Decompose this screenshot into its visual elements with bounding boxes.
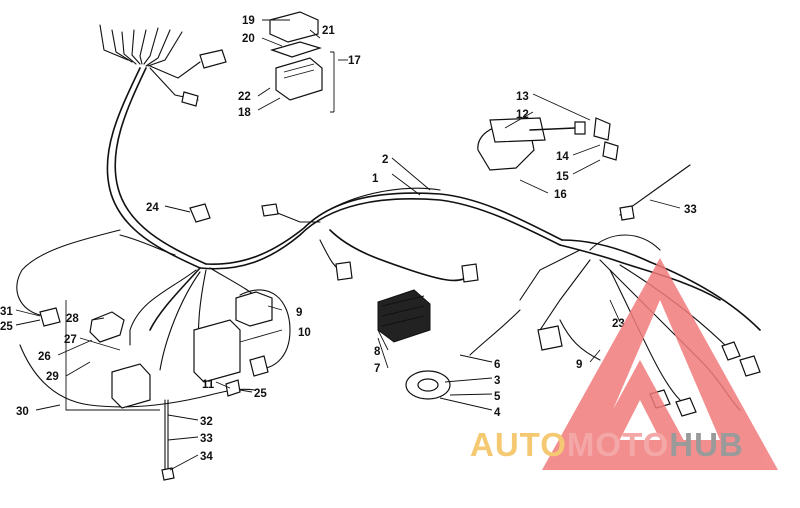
callout-33b: 33: [684, 204, 697, 216]
callout-10: 10: [298, 327, 311, 339]
callout-24: 24: [146, 202, 159, 214]
callout-11: 11: [202, 379, 215, 391]
callout-14: 14: [556, 151, 569, 163]
bracket: [235, 291, 273, 327]
plug-boot: [602, 141, 619, 161]
main-harness: [16, 24, 761, 471]
cdi-box: [111, 363, 151, 409]
module-28: [89, 311, 125, 343]
callout-22: 22: [238, 91, 251, 103]
watermark-triangle-icon: [542, 258, 778, 470]
callout-27: 27: [64, 334, 77, 346]
callout-3: 3: [494, 375, 500, 387]
callout-25a: 25: [0, 321, 13, 333]
callout-9b: 9: [576, 359, 582, 371]
callout-18: 18: [238, 107, 251, 119]
callout-26: 26: [38, 351, 51, 363]
control-box: [193, 319, 241, 383]
callout-15: 15: [556, 171, 569, 183]
callout-29: 29: [46, 371, 59, 383]
watermark-logo: [542, 258, 778, 470]
fuse-block: [275, 57, 323, 101]
callout-7: 7: [374, 363, 380, 375]
callout-labels: 1 2 3 4 5 6 7 8 9 9 10 11 12 13 14 15 16…: [0, 15, 697, 463]
fuse-gasket: [270, 41, 323, 58]
part-6: [537, 325, 563, 351]
callout-34: 34: [200, 451, 213, 463]
callout-13: 13: [516, 91, 529, 103]
callout-28: 28: [66, 313, 79, 325]
components: [39, 11, 761, 481]
callout-6: 6: [494, 359, 500, 371]
callout-21: 21: [322, 25, 335, 37]
callout-31: 31: [0, 306, 13, 318]
group-bracket-left: [65, 300, 160, 411]
callout-5: 5: [494, 391, 501, 403]
callout-25b: 25: [254, 388, 267, 400]
callout-16: 16: [554, 189, 567, 201]
callout-4: 4: [494, 407, 501, 419]
callout-1: 1: [372, 173, 379, 185]
watermark-text: AUTOMOTOHUB: [470, 426, 744, 463]
callout-17: 17: [348, 55, 361, 67]
callout-33a: 33: [200, 433, 213, 445]
callout-32: 32: [200, 416, 213, 428]
leader-lines: [15, 19, 681, 471]
callout-8: 8: [374, 346, 381, 358]
callout-12: 12: [516, 109, 529, 121]
callout-2: 2: [382, 154, 388, 166]
callout-20: 20: [242, 33, 255, 45]
callout-19: 19: [242, 15, 255, 27]
fuse-cover: [269, 11, 319, 43]
group-bracket-17: [330, 51, 335, 113]
callout-30: 30: [16, 406, 29, 418]
plug-cap: [593, 117, 611, 141]
callout-9a: 9: [296, 307, 302, 319]
relay: [189, 203, 211, 223]
